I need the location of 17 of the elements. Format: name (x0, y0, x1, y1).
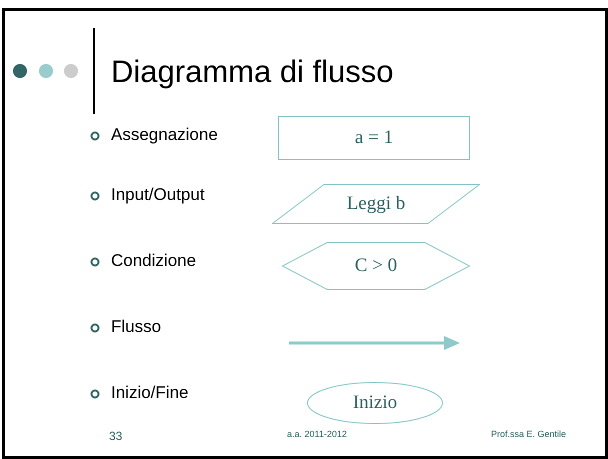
bullet-text: Flusso (111, 318, 162, 335)
bullet-text: Condizione (111, 252, 196, 269)
title: Diagramma di flusso (111, 56, 394, 87)
node-text: C > 0 (354, 254, 398, 278)
footer-text: a.a. 2011-2012 (287, 430, 347, 439)
footer-text: Prof.ssa E. Gentile (491, 430, 566, 439)
node-text: Inizio (352, 390, 398, 415)
bullet-text: Input/Output (111, 186, 205, 203)
process-box (278, 116, 470, 160)
condition-hexagon (282, 242, 470, 290)
input-output-parallelogram (272, 184, 480, 224)
page-number: 33 (109, 430, 122, 442)
terminal-ellipse (307, 382, 443, 424)
node-text: Leggi b (346, 192, 406, 216)
node-text: a = 1 (354, 126, 394, 150)
bullet-text: Inizio/Fine (111, 384, 188, 401)
bullet-text: Assegnazione (111, 126, 218, 143)
